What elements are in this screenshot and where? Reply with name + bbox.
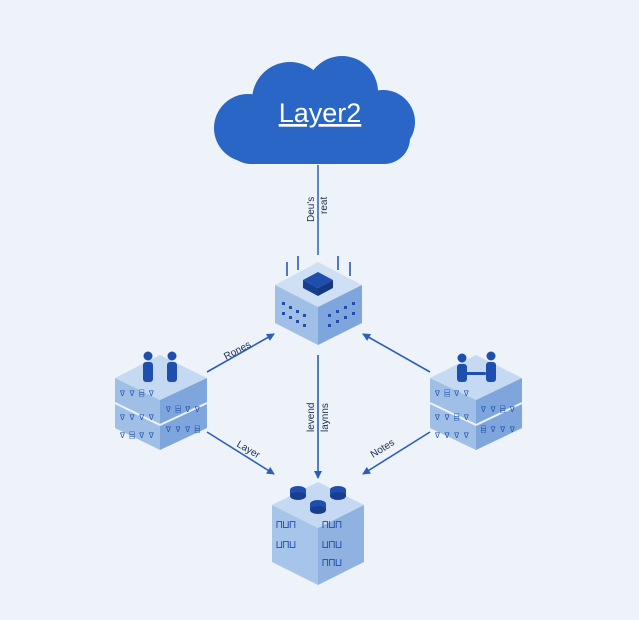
database-icon	[290, 486, 346, 514]
svg-text:⊓⊔⊓: ⊓⊔⊓	[322, 520, 342, 532]
svg-text:⊓⊔⊓: ⊓⊔⊓	[276, 520, 296, 532]
center-link-label-1: levend	[306, 403, 317, 432]
cloud-icon	[214, 56, 415, 164]
svg-text:∇ ∇ ⌸ ∇: ∇ ∇ ⌸ ∇	[434, 413, 469, 423]
cloud-title: Layer2	[279, 98, 362, 128]
left-to-top-arrow	[206, 333, 275, 373]
people-icon	[457, 351, 496, 382]
database-node-bottom: ⊓⊔⊓ ⊔⊓⊔ ⊓⊔⊓ ⊔⊓⊔ ⊓⊓⊔	[272, 482, 364, 585]
left-to-bottom-arrow	[206, 431, 275, 475]
svg-text:∇ ∇ ∇ ∇: ∇ ∇ ∇ ∇	[119, 414, 154, 423]
svg-text:∇ ∇ ⌸ ∇: ∇ ∇ ⌸ ∇	[119, 389, 154, 399]
people-node-right: ∇ ⌸ ∇ ∇ ∇ ∇ ⌸ ∇ ∇ ∇ ∇ ∇ ∇ ∇ ⌸ ∇ ⌸ ∇ ∇ ∇	[429, 351, 523, 450]
left-top-link-label: Rones	[222, 339, 253, 362]
svg-text:∇ ⌸ ∇ ∇: ∇ ⌸ ∇ ∇	[119, 431, 154, 441]
svg-text:∇ ∇ ∇ ⌸: ∇ ∇ ∇ ⌸	[165, 425, 200, 435]
svg-text:∇ ∇ ⌸ ∇: ∇ ∇ ⌸ ∇	[480, 405, 515, 415]
right-bottom-link-label: Notes	[369, 437, 397, 460]
cloud-link-label-1: Deu's	[306, 197, 317, 222]
people-node-left: ∇ ∇ ⌸ ∇ ∇ ∇ ∇ ∇ ∇ ⌸ ∇ ∇ ∇ ⌸ ∇ ∇ ∇ ∇ ∇ ⌸	[114, 351, 208, 450]
center-link-label-2: laynns	[320, 403, 331, 432]
cloud-link-label-2: reat	[319, 197, 330, 214]
svg-text:⊔⊓⊔: ⊔⊓⊔	[322, 540, 342, 552]
right-to-top-arrow	[362, 333, 431, 373]
cloud-node: Layer2	[214, 56, 415, 164]
server-stack-icon	[286, 256, 351, 296]
server-node-top	[275, 256, 362, 345]
svg-text:⌸ ∇ ∇ ∇: ⌸ ∇ ∇ ∇	[481, 425, 515, 435]
svg-text:∇ ⌸ ∇ ∇: ∇ ⌸ ∇ ∇	[165, 405, 200, 415]
people-icon	[143, 351, 177, 382]
svg-text:∇ ∇ ∇ ∇: ∇ ∇ ∇ ∇	[434, 432, 469, 441]
svg-text:∇ ⌸ ∇ ∇: ∇ ⌸ ∇ ∇	[434, 389, 469, 399]
svg-text:⊓⊓⊔: ⊓⊓⊔	[322, 558, 342, 570]
svg-text:⊔⊓⊔: ⊔⊓⊔	[276, 540, 296, 552]
right-to-bottom-arrow	[362, 431, 431, 475]
